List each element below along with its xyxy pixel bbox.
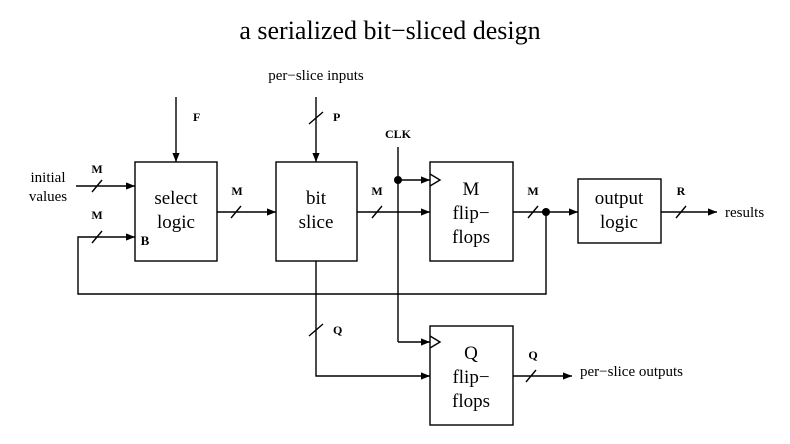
select-logic-label-line1: select [154,188,198,209]
q-flipflops-clock-icon [429,335,442,349]
per-slice-outputs-label: per−slice outputs [580,364,683,380]
select-logic-block [134,161,218,262]
mff-out-width-label: M [527,184,538,198]
output-logic-label-line2: logic [600,212,638,233]
q-flipflops-label-line1: Q [464,343,478,364]
qff-out-width-label: Q [528,348,537,362]
m-flipflops-label-line3: flops [452,227,490,248]
select-to-slice-width-label: M [231,184,242,198]
select-b-port-label: B [141,233,150,248]
q-flipflops-block [429,325,514,426]
clk-junction-dot [394,176,402,184]
feedback-junction-dot [542,208,550,216]
m-flipflops-label-line1: M [463,179,480,200]
q-flipflops-label-line3: flops [452,391,490,412]
mff-bus-slash [527,205,539,219]
q-flipflops-label-line2: flip− [452,367,489,388]
initial-bus-slash [91,179,103,193]
bit-slice-block [275,161,358,262]
bit-slice-label-line2: slice [299,212,334,233]
slice-q-width-label: Q [333,323,342,337]
values-label: values [29,189,67,205]
slice-bus-slash [371,205,383,219]
f-label: F [193,110,200,124]
slice-to-mff-width-label: M [371,184,382,198]
p-bus-slash [308,111,324,125]
m-flipflops-label-line2: flip− [452,203,489,224]
select-logic-label-line2: logic [157,212,195,233]
m-flipflops-block [429,161,514,262]
slice-to-qff-wire [315,261,430,380]
feedback-width-label: M [91,208,102,222]
initial-label: initial [31,170,66,186]
per-slice-inputs-label: per−slice inputs [268,68,364,84]
m-flipflops-clock-icon [429,173,442,187]
results-bus-slash [675,205,687,219]
diagram-title: a serialized bit−sliced design [239,16,540,45]
qff-bus-slash [525,369,537,383]
results-width-label: R [677,184,686,198]
select-bus-slash [230,205,242,219]
output-logic-label-line1: output [595,188,644,209]
clk-label: CLK [385,127,412,141]
output-logic-block [577,178,662,244]
initial-width-label: M [91,162,102,176]
slice-q-bus-slash [308,323,324,337]
bit-slice-label-line1: bit [306,188,327,209]
results-label: results [725,205,764,221]
feedback-bus-slash [91,230,103,244]
p-label: P [333,110,340,124]
